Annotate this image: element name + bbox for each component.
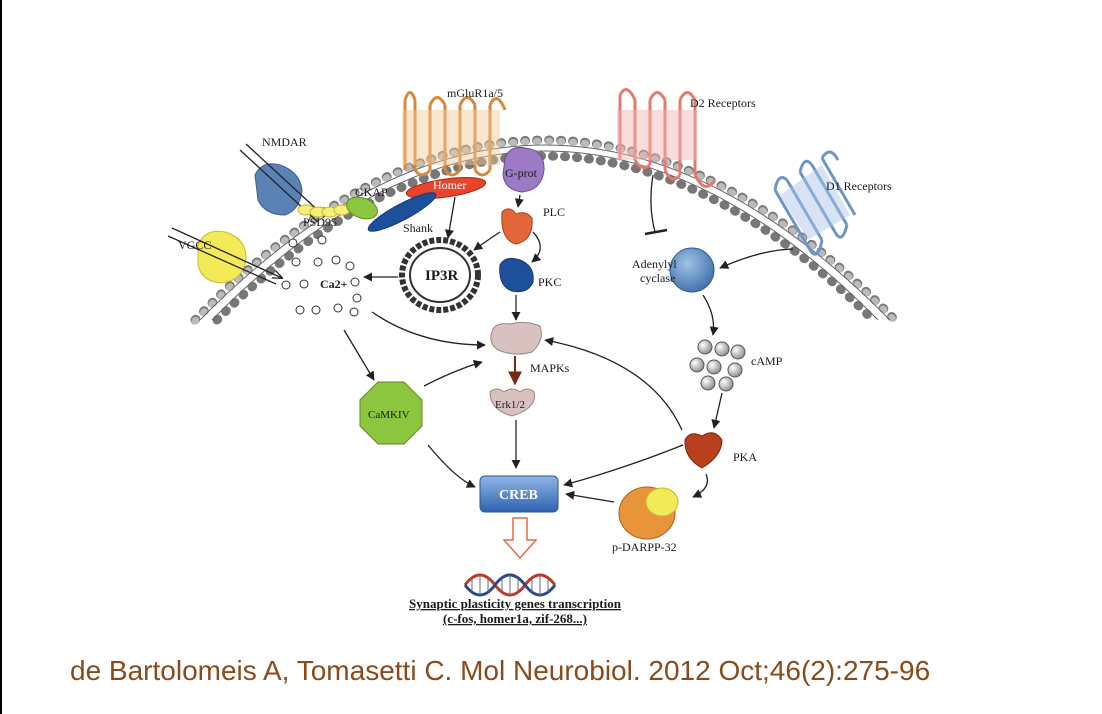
d2-label: D2 Receptors xyxy=(690,96,756,110)
transcription-arrow xyxy=(502,517,538,560)
mapks-label: MAPKs xyxy=(530,361,570,375)
shank-protein xyxy=(367,192,437,232)
pka-label: PKA xyxy=(733,450,757,464)
plc-enzyme xyxy=(501,208,533,245)
pkc-enzyme xyxy=(499,257,534,293)
gkap-protein xyxy=(346,196,378,220)
d1-receptor xyxy=(773,150,857,256)
nmdar-label: NMDAR xyxy=(262,135,307,149)
calcium-label: Ca2+ xyxy=(320,277,348,291)
genes-label-2: (c-fos, homer1a, zif-268...) xyxy=(443,611,587,626)
camp-label: cAMP xyxy=(751,354,783,368)
signaling-pathway-diagram: mGluR1a/5 D2 Receptors D1 Receptors NMDA… xyxy=(167,86,900,626)
vgcc-label: VGCC xyxy=(178,238,211,252)
pathway-arrows xyxy=(343,174,794,503)
adenylyl-cyclase xyxy=(669,247,715,293)
adenylyl-label-1: Adenylyl xyxy=(632,257,677,271)
cell-membrane xyxy=(190,135,900,325)
erk-label: Erk1/2 xyxy=(495,399,525,411)
calcium-ions xyxy=(281,235,362,317)
mglur-receptor xyxy=(402,91,507,177)
adenylyl-label-2: cyclase xyxy=(640,271,675,285)
creb-label: CREB xyxy=(499,488,538,503)
citation-caption: de Bartolomeis A, Tomasetti C. Mol Neuro… xyxy=(70,655,931,686)
g-protein xyxy=(502,147,545,193)
darpp-label: p-DARPP-32 xyxy=(612,540,677,554)
pka-enzyme xyxy=(684,432,723,469)
psd95-label: PSD95 xyxy=(303,215,337,229)
gprot-label: G-prot xyxy=(505,166,538,180)
gkap-label: GKAP xyxy=(355,185,388,199)
homer-label: Homer xyxy=(433,178,466,192)
d1-label: D1 Receptors xyxy=(826,179,892,193)
d2-receptor xyxy=(617,88,717,188)
dna-helix xyxy=(463,573,557,597)
vgcc-channel xyxy=(167,227,282,285)
camkiv-label: CaMKIV xyxy=(368,409,410,421)
creb-factor xyxy=(479,475,559,513)
mapks-enzyme xyxy=(490,321,542,355)
camp-molecules xyxy=(689,339,746,392)
plc-label: PLC xyxy=(543,205,565,219)
ip3r-receptor xyxy=(399,237,481,313)
psd95-protein xyxy=(297,204,351,218)
ip3r-label: IP3R xyxy=(425,268,459,284)
genes-label-1: Synaptic plasticity genes transcription xyxy=(409,596,622,611)
erk-enzyme xyxy=(489,388,536,417)
slide-border xyxy=(0,0,2,714)
camkiv-enzyme xyxy=(359,381,423,445)
darpp32-protein xyxy=(618,486,679,540)
shank-label: Shank xyxy=(403,221,433,235)
mglur-label: mGluR1a/5 xyxy=(447,86,503,100)
pkc-label: PKC xyxy=(538,275,561,289)
